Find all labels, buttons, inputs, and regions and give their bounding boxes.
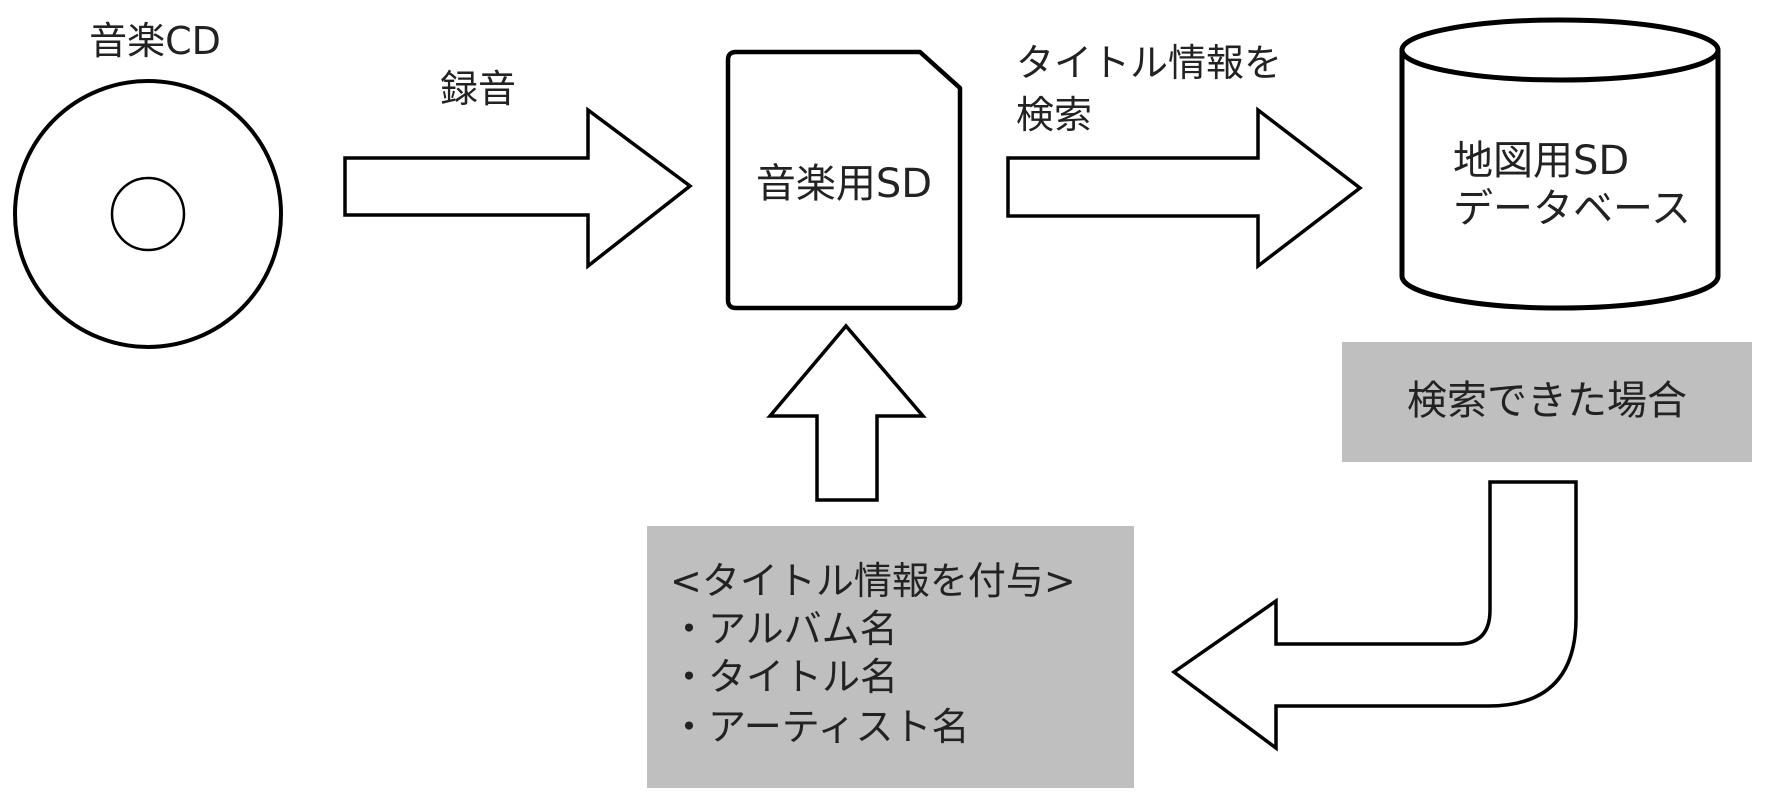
sd-card-icon (725, 49, 963, 311)
database-label-line1: 地図用SD (1453, 138, 1629, 184)
arrow-return (1171, 480, 1578, 752)
arrow-up (766, 323, 927, 502)
info-item-album: ・アルバム名 (670, 607, 898, 651)
info-box (647, 526, 1134, 788)
info-box-heading: <タイトル情報を付与> (670, 559, 1076, 603)
info-item-title: ・タイトル名 (670, 655, 898, 699)
sd-card-label: 音楽用SD (756, 161, 932, 207)
record-label: 録音 (440, 67, 516, 111)
condition-box (1342, 342, 1752, 462)
database-icon (1399, 17, 1721, 311)
arrow-right-record (343, 106, 693, 270)
cd-label: 音楽CD (89, 19, 221, 63)
database-label-line2: データベース (1453, 186, 1691, 232)
search-label-line2: 検索 (1016, 93, 1092, 137)
cd-icon (13, 79, 283, 349)
arrow-right-search (1006, 106, 1363, 270)
search-label-line1: タイトル情報を (1016, 41, 1282, 85)
info-item-artist: ・アーティスト名 (670, 705, 969, 749)
condition-label: 検索できた場合 (1407, 378, 1687, 424)
